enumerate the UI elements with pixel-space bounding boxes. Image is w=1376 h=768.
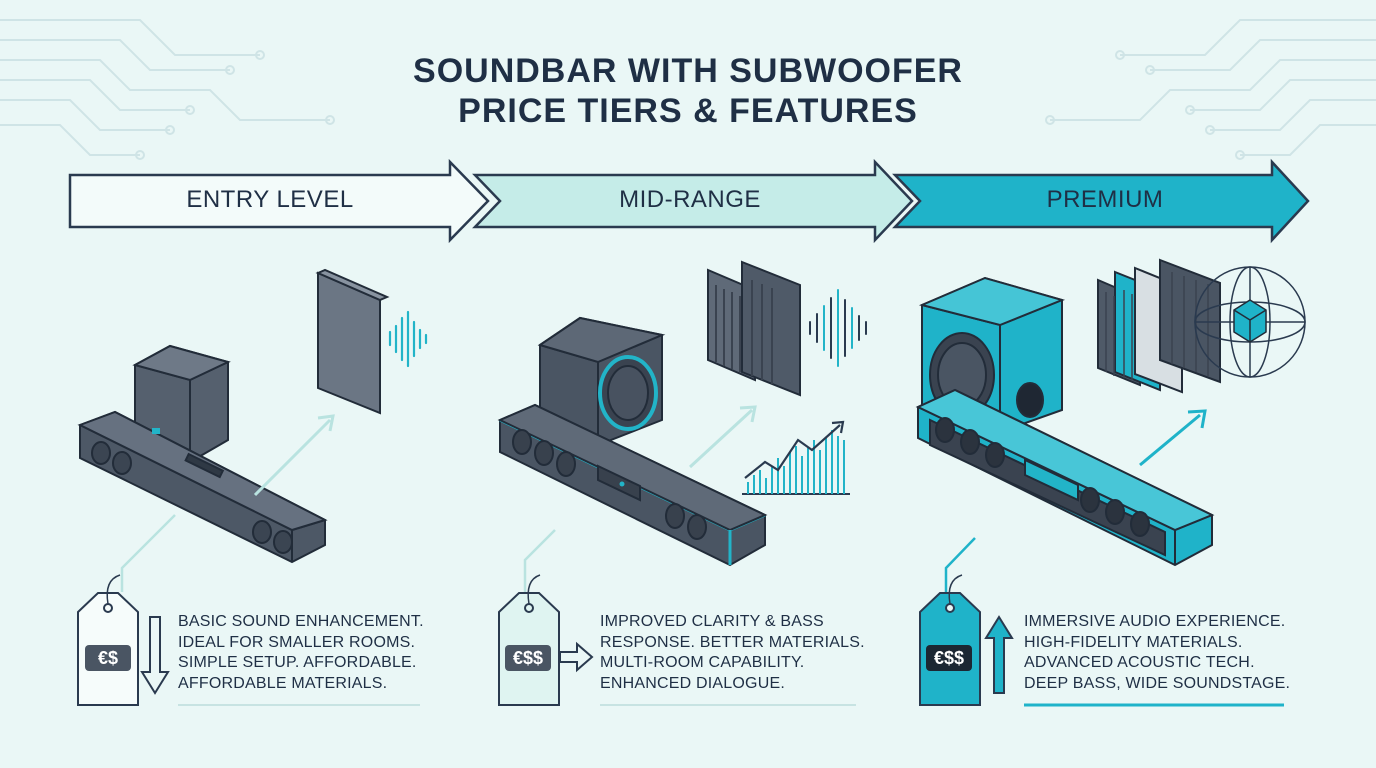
feature-line: ENHANCED DIALOGUE. [600, 674, 785, 692]
mid-price-tag [498, 574, 560, 706]
feature-line: MULTI-ROOM CAPABILITY. [600, 654, 805, 671]
tier-label-mid: MID-RANGE [619, 186, 761, 213]
premium-upgrade-arrow [1139, 413, 1201, 467]
mid-growth-chart-icon [742, 420, 850, 495]
price-mid: €$$ [505, 645, 551, 671]
mid-panels-icon [707, 260, 801, 397]
feature-line: HIGH-FIDELITY MATERIALS. [1024, 633, 1243, 651]
feature-line: IDEAL FOR SMALLER ROOMS. [178, 633, 416, 651]
circuit-lines-right [1045, 19, 1376, 160]
tier-arrow-entry [68, 158, 490, 244]
price-entry: €$ [85, 645, 131, 671]
tier-arrow-mid [472, 158, 914, 244]
mid-soundbar [497, 403, 768, 567]
mid-connector-line [523, 529, 556, 592]
feature-line: DEEP BASS, WIDE SOUNDSTAGE. [1024, 674, 1291, 692]
circuit-lines-left [0, 19, 335, 160]
features-mid: IMPROVED CLARITY & BASS RESPONSE. BETTER… [600, 612, 865, 694]
feature-line: BASIC SOUND ENHANCEMENT. [178, 613, 424, 630]
page-title-line-2: PRICE TIERS & FEATURES [458, 92, 918, 130]
premium-soundbar [915, 388, 1215, 567]
price-premium: €$$ [926, 645, 972, 671]
entry-connector-line [120, 514, 176, 592]
entry-trend-down-arrow [140, 616, 170, 695]
premium-sphere-icon [1194, 266, 1306, 378]
entry-price-tag [77, 574, 139, 706]
entry-upgrade-arrow [253, 418, 332, 497]
feature-line: IMPROVED CLARITY & BASS [600, 613, 824, 630]
feature-line: AFFORDABLE MATERIALS. [178, 674, 388, 692]
feature-line: IMMERSIVE AUDIO EXPERIENCE. [1024, 613, 1286, 630]
premium-panels-icon [1097, 258, 1221, 394]
entry-soundbar [77, 410, 328, 564]
features-entry: BASIC SOUND ENHANCEMENT. IDEAL FOR SMALL… [178, 612, 424, 694]
mid-upgrade-arrow [688, 408, 754, 469]
tier-label-premium: PREMIUM [1046, 186, 1164, 213]
premium-price-tag [919, 574, 981, 706]
feature-line: ADVANCED ACOUSTIC TECH. [1024, 654, 1255, 671]
mid-waveform-icon [809, 289, 867, 367]
feature-line: RESPONSE. BETTER MATERIALS. [600, 633, 865, 651]
premium-trend-up-arrow [984, 615, 1014, 694]
premium-connector-line [944, 537, 976, 592]
page-title-line-1: SOUNDBAR WITH SUBWOOFER [413, 52, 963, 90]
tier-arrow-premium [892, 158, 1310, 244]
features-premium: IMMERSIVE AUDIO EXPERIENCE. HIGH-FIDELIT… [1024, 612, 1290, 694]
tier-label-entry: ENTRY LEVEL [186, 186, 354, 213]
entry-waveform-icon [388, 310, 428, 368]
entry-panel-icon [315, 268, 390, 415]
mid-trend-right-arrow [559, 641, 594, 673]
feature-line: SIMPLE SETUP. AFFORDABLE. [178, 654, 417, 671]
